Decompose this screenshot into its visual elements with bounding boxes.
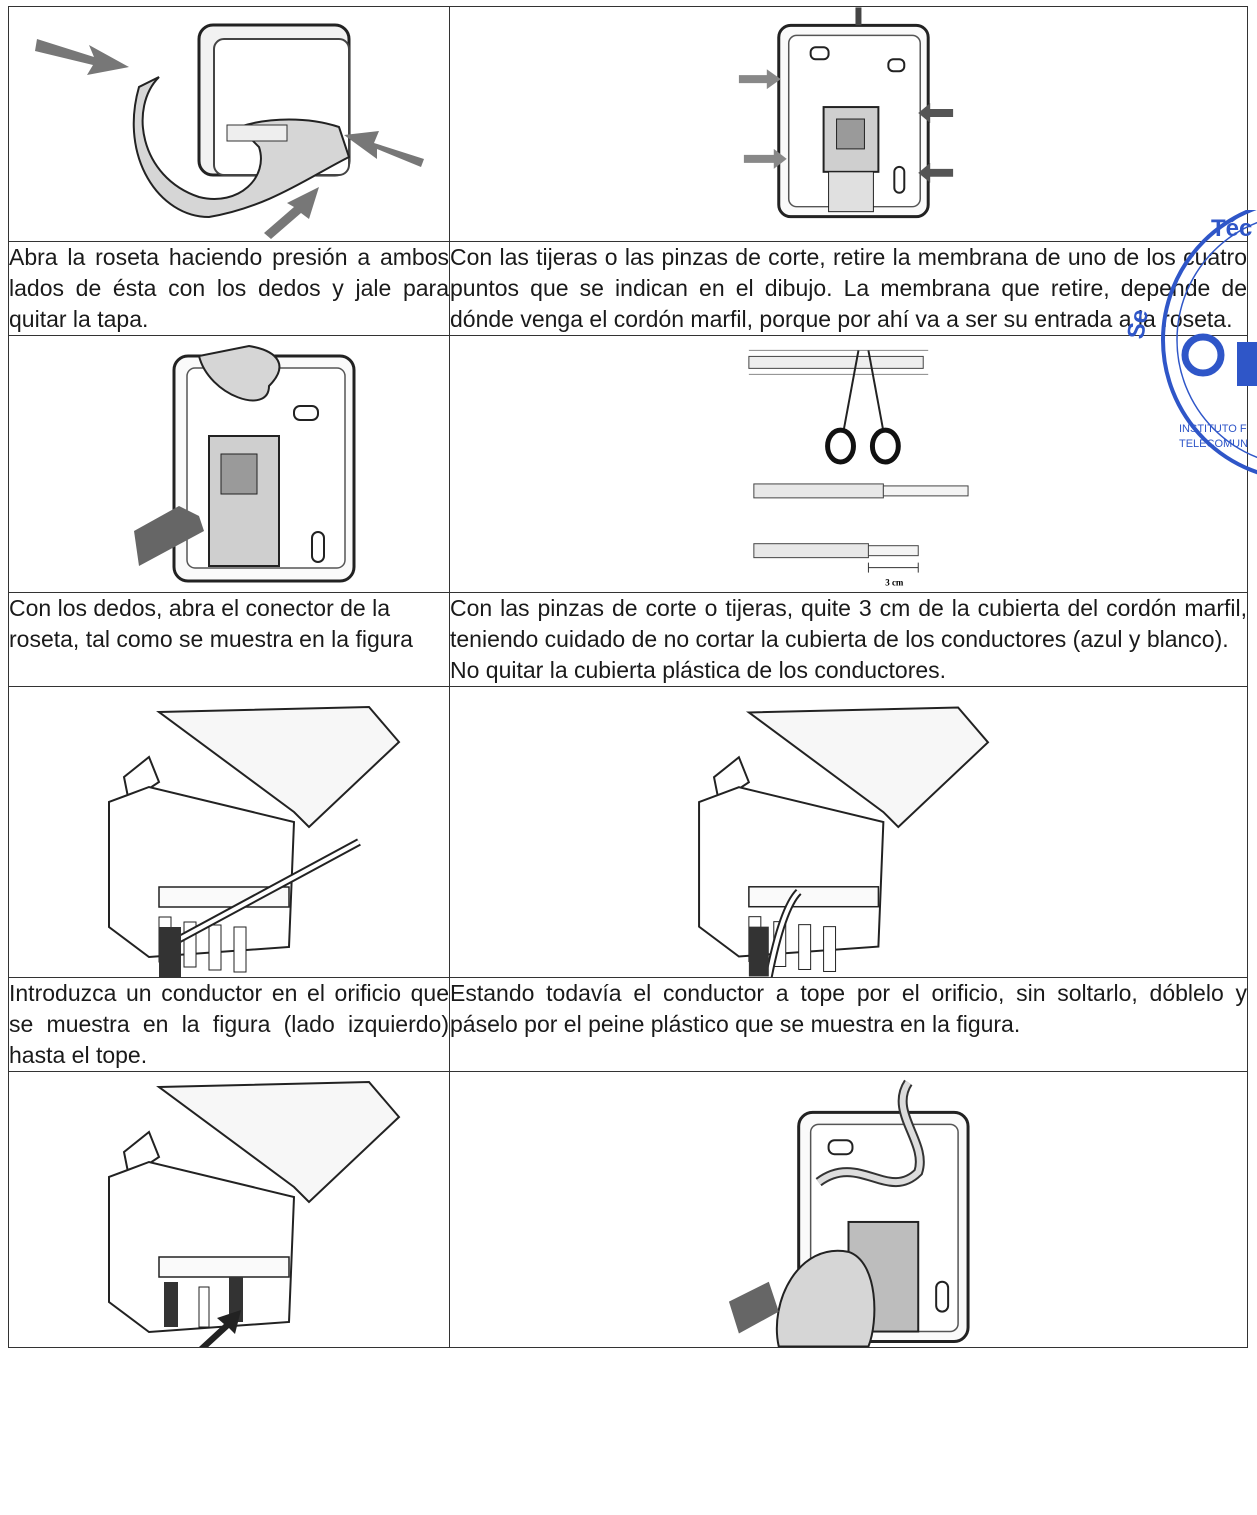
step-3-text: Con los dedos, abra el conector de la ro… (8, 592, 450, 687)
step-6-text: Estando todavía el conductor a tope por … (449, 977, 1248, 1072)
step-4-text: Con las pinzas de corte o tijeras, quite… (450, 595, 1247, 652)
step-5-text: Introduzca un conductor en el orificio q… (8, 977, 450, 1072)
figure-conductor-seated (8, 1071, 450, 1348)
figure-open-connector (8, 335, 450, 593)
institution-stamp: Téc Se INSTITUTO F TELECOMUN (1113, 205, 1257, 510)
stamp-institute-line-1: INSTITUTO F (1179, 423, 1247, 435)
instructions-table: Abra la roseta haciendo presión a ambos … (8, 6, 1248, 1348)
step-1-text: Abra la roseta haciendo presión a ambos … (8, 241, 450, 336)
stamp-side-text: Se (1122, 307, 1154, 341)
measure-label: 3 cm (885, 578, 904, 588)
stamp-institute-line-2: TELECOMUN (1179, 438, 1248, 450)
figure-open-cover (8, 6, 450, 242)
figure-close-connector (449, 1071, 1248, 1348)
figure-membrane-points (449, 6, 1248, 242)
step-4-cell: Con las pinzas de corte o tijeras, quite… (449, 592, 1248, 687)
figure-insert-conductor (8, 686, 450, 978)
step-4-note: No quitar la cubierta plástica de los co… (450, 657, 947, 683)
figure-cut-cable: 3 cm (449, 335, 1248, 593)
step-2-text: Con las tijeras o las pinzas de corte, r… (449, 241, 1248, 336)
stamp-top-text: Téc (1211, 215, 1252, 242)
figure-bend-conductor (449, 686, 1248, 978)
